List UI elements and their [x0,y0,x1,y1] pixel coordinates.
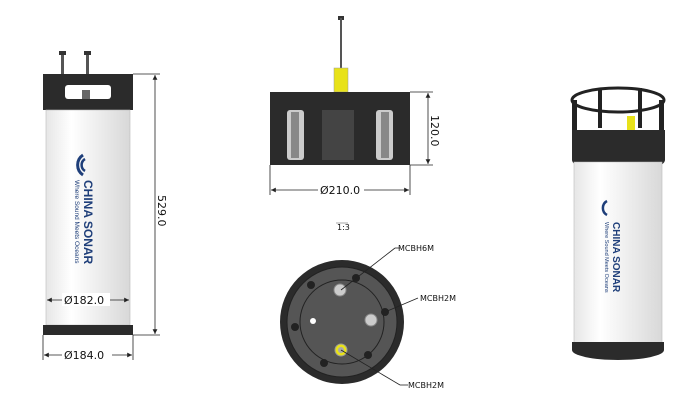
brand-name: CHINA SONAR [81,180,95,265]
connector-label: MCBH2M [408,381,444,390]
brand-name-3d: CHINA SONAR [610,222,621,293]
height-dimension: 529.0 [155,195,168,227]
front-view: CHINA SONAR Where Sound Meets Oceans 529… [42,51,168,362]
brand-tagline: Where Sound Meets Oceans [73,180,80,264]
bottom-view: MCBH6M MCBH2M MCBH2M [280,244,456,390]
cap-height-dimension: 120.0 [428,115,441,147]
connector-label: MCBH2M [420,294,456,303]
cap-diameter-dimension: Ø184.0 [64,349,104,362]
brand-tagline-3d: Where Sound Meets Oceans [603,222,609,293]
side-view: 120.0 Ø210.0 1:3 [269,16,441,232]
scale-label: 1:3 [337,223,350,232]
isometric-view: CHINA SONAR Where Sound Meets Oceans [570,86,666,360]
connector-mcbh6m [333,283,347,297]
brand-logo: CHINA SONAR Where Sound Meets Oceans [73,153,95,265]
bottom-cap [43,325,133,335]
yellow-connector [333,67,349,93]
housing-tube [45,109,131,326]
bolt [86,52,89,74]
connector-label: MCBH6M [398,244,434,253]
bolt [61,52,64,74]
connector-mcbh2m [364,313,378,327]
cap-diameter-dimension: Ø210.0 [320,184,360,197]
body-diameter-dimension: Ø182.0 [64,294,104,307]
